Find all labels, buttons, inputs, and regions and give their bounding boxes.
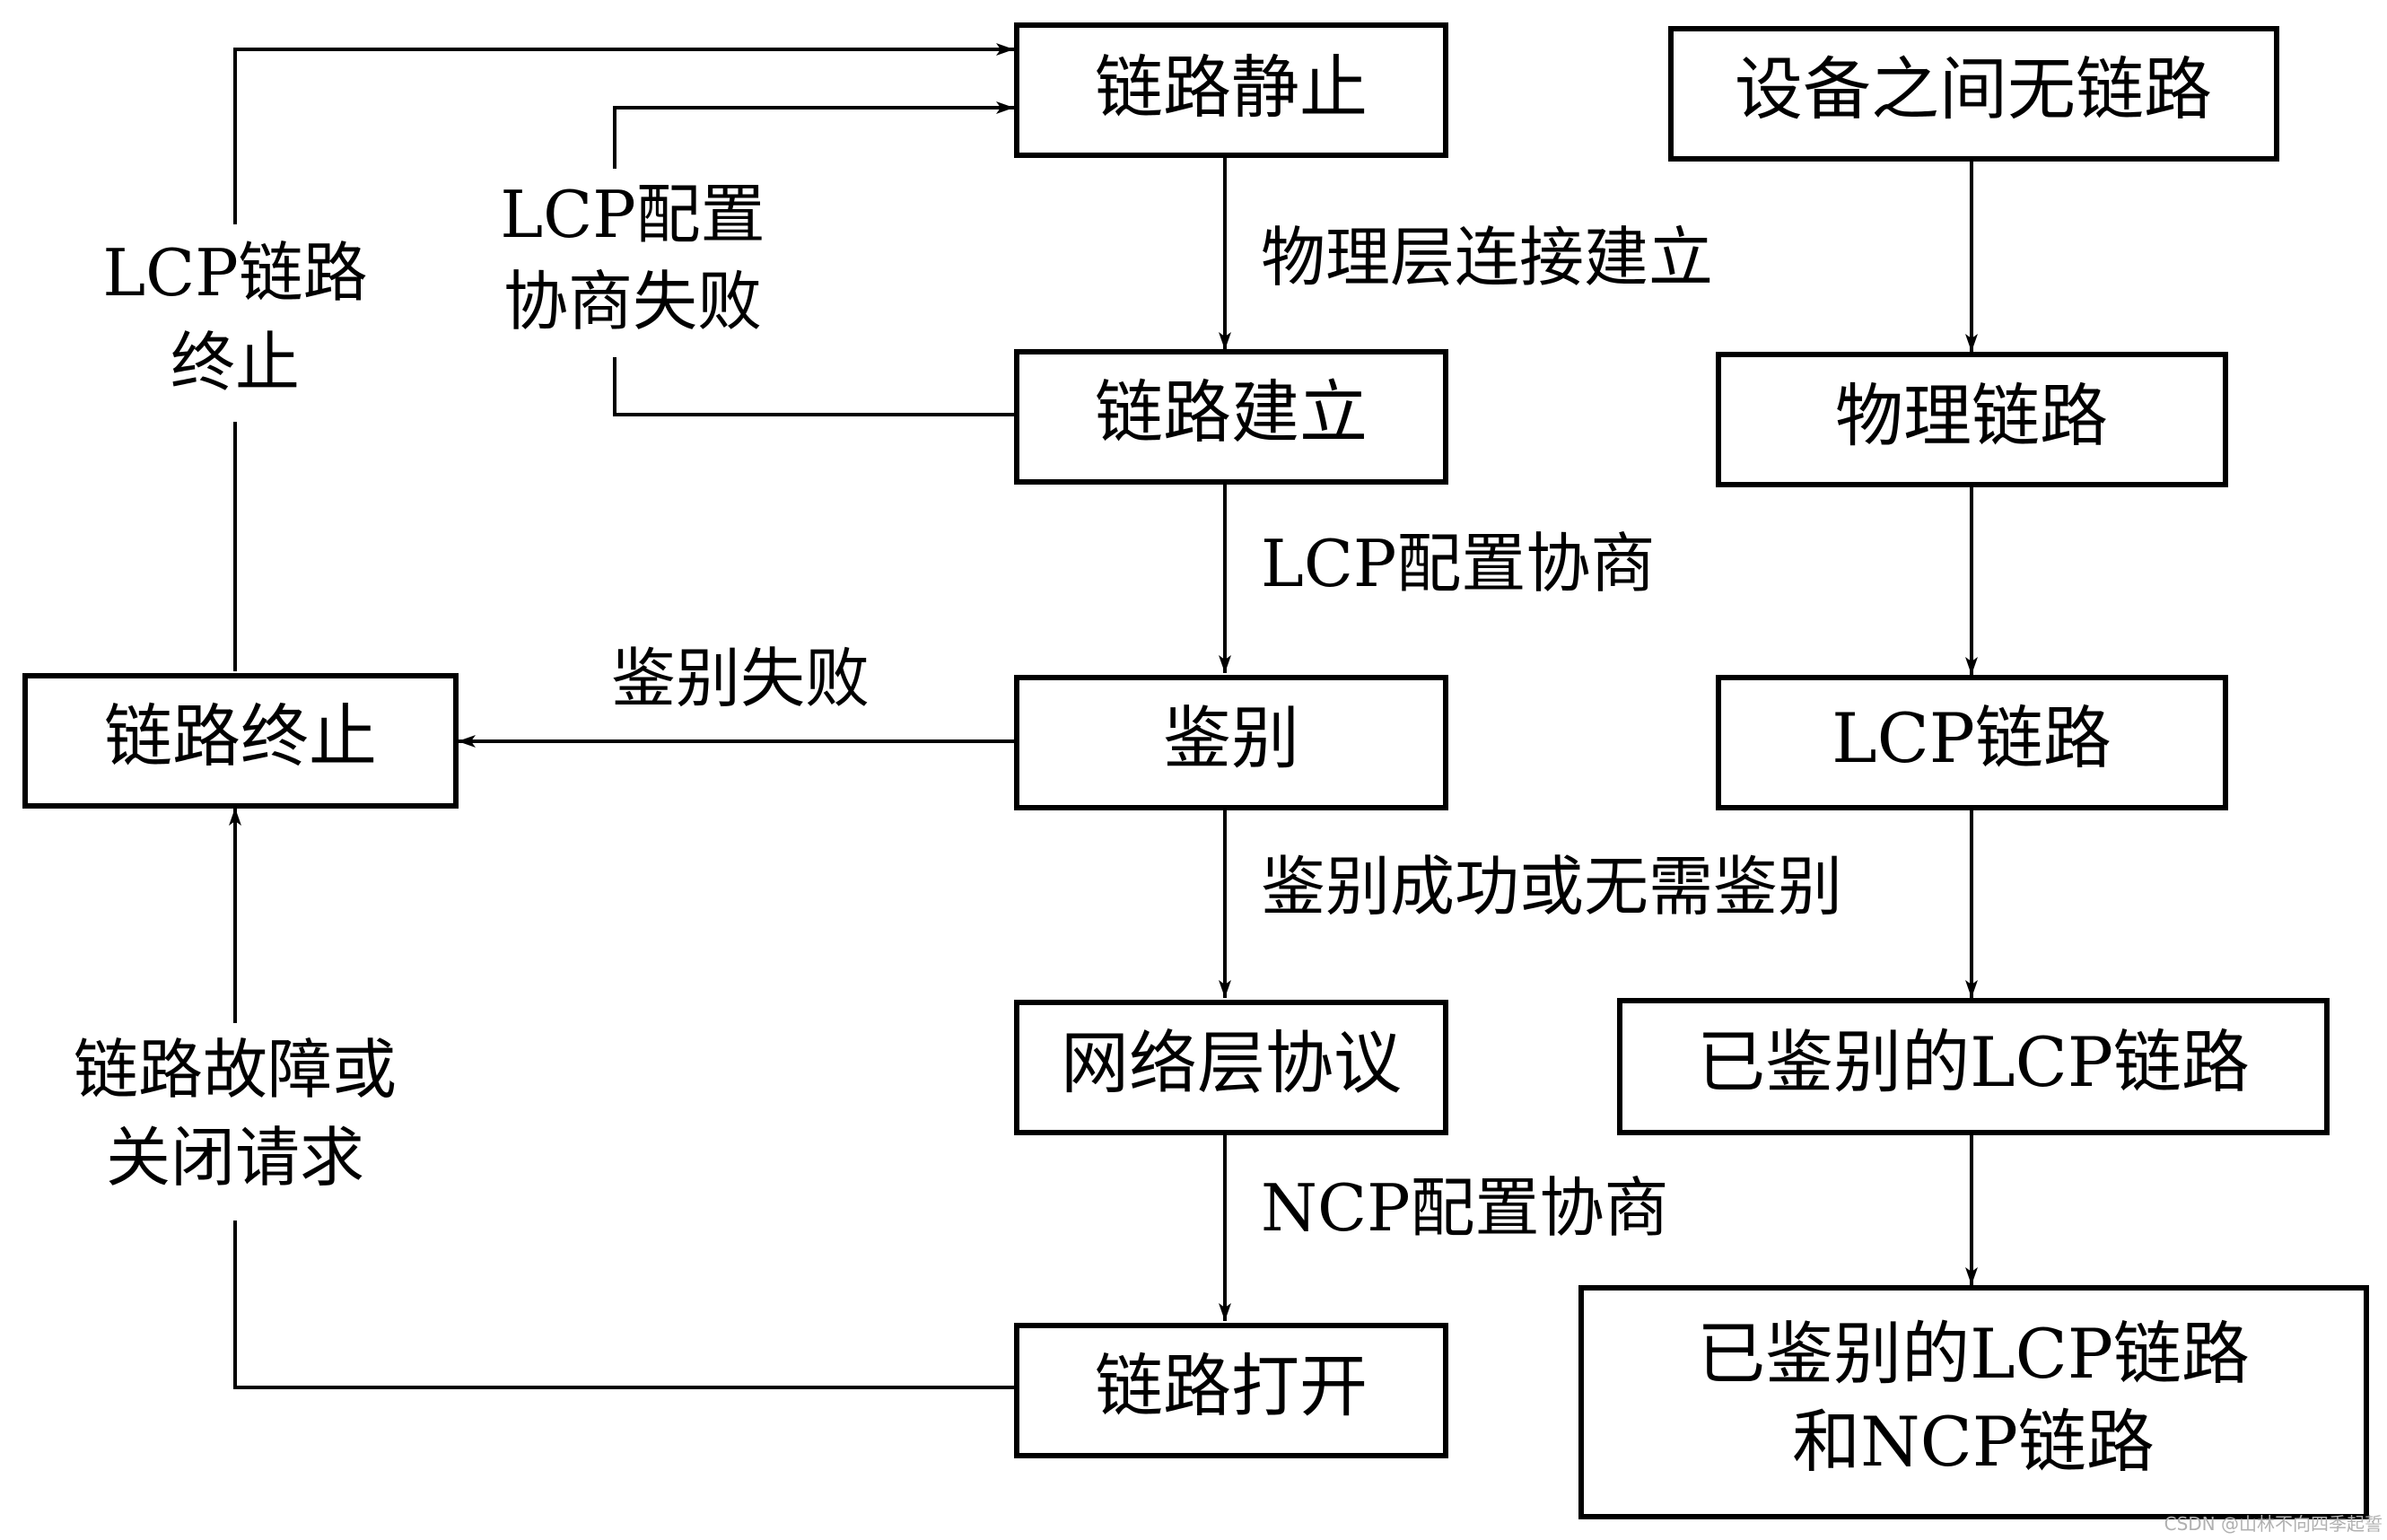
- node-authenticate: [1014, 675, 1448, 810]
- label-auth-fail: 鉴别失败: [611, 641, 870, 716]
- label-lcp-terminate-line2: 终止: [170, 325, 300, 400]
- arrow-lcp-terminate: [233, 43, 1014, 671]
- node-physical-link-label: 物理链路: [1835, 376, 2108, 456]
- node-auth-lcp-ncp-line1: 已鉴别的LCP链路: [1697, 1314, 2250, 1394]
- label-lcp-terminate-line1: LCP链路: [102, 235, 367, 311]
- node-link-terminate: [22, 673, 459, 809]
- label-lcp-fail-line2: 协商失败: [503, 264, 762, 339]
- label-fault-line1: 链路故障或: [74, 1032, 397, 1107]
- node-auth-lcp-link: [1617, 998, 2330, 1135]
- node-network-layer-label: 网络层协议: [1061, 1023, 1402, 1103]
- node-no-link-label: 设备之间无链路: [1735, 49, 2212, 129]
- node-physical-link: [1716, 352, 2228, 487]
- node-network-layer: [1014, 1000, 1448, 1135]
- label-ncp-negotiate: NCP配置协商: [1261, 1170, 1669, 1246]
- node-link-open: [1014, 1323, 1448, 1458]
- node-auth-lcp-link-label: 已鉴别的LCP链路: [1697, 1022, 2250, 1102]
- node-lcp-link: [1716, 675, 2228, 810]
- label-fault-line2: 关闭请求: [106, 1120, 364, 1195]
- node-authenticate-label: 鉴别: [1163, 698, 1299, 778]
- label-lcp-negotiate: LCP配置协商: [1261, 526, 1655, 601]
- node-auth-lcp-ncp-line2: 和NCP链路: [1792, 1402, 2155, 1482]
- label-auth-ok: 鉴别成功或无需鉴别: [1261, 849, 1842, 924]
- node-link-terminate-label: 链路终止: [104, 696, 377, 776]
- node-auth-lcp-ncp-link: [1578, 1285, 2369, 1519]
- node-link-dead-label: 链路静止: [1095, 48, 1368, 127]
- node-link-establish: [1014, 349, 1448, 485]
- label-physical-up: 物理层连接建立: [1261, 220, 1713, 295]
- arrow-link-fault: [229, 808, 1014, 1389]
- watermark: CSDN @山林不向四季起誓: [2164, 1513, 2383, 1535]
- label-lcp-fail-line1: LCP配置: [500, 177, 765, 252]
- node-no-link: [1668, 26, 2279, 162]
- node-link-establish-label: 链路建立: [1095, 372, 1368, 452]
- node-link-dead: [1014, 22, 1448, 158]
- node-link-open-label: 链路打开: [1095, 1346, 1368, 1426]
- node-lcp-link-label: LCP链路: [1832, 698, 2112, 778]
